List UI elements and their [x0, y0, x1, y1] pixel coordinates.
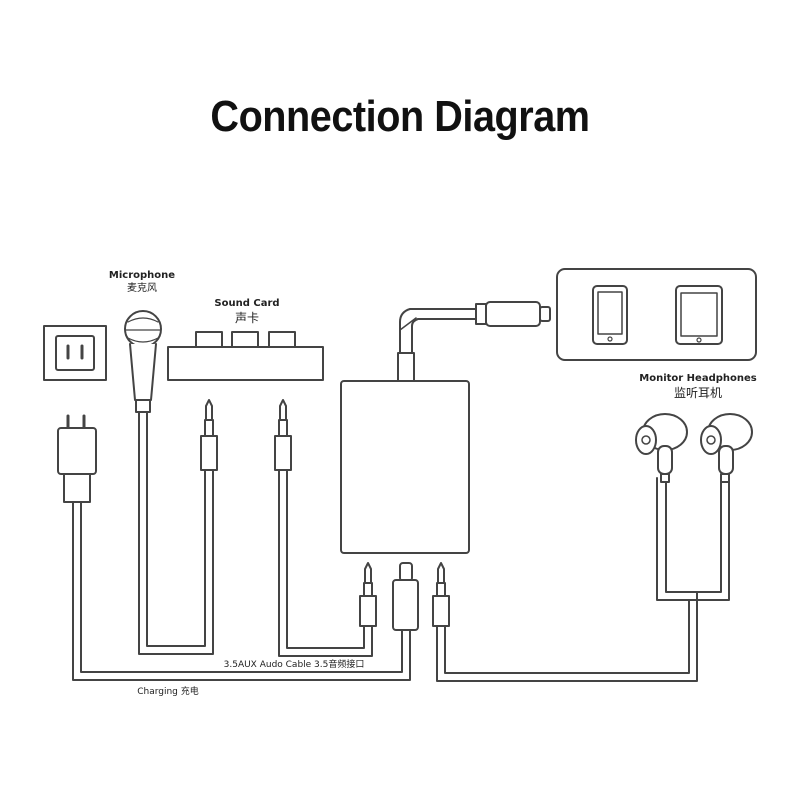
sound-card-label-cn: 声卡: [235, 311, 259, 325]
wall-outlet-icon: [43, 325, 107, 381]
earbud-icon: [700, 413, 753, 483]
phone-icon: [592, 285, 628, 345]
usb-c-plug-icon: [392, 562, 419, 631]
tablet-icon: [675, 285, 723, 345]
audio-jack-icon: [274, 399, 292, 471]
page-title: Connection Diagram: [210, 92, 590, 141]
sound-card-label: Sound Card: [214, 298, 279, 309]
usb-c-plug-icon: [475, 301, 551, 327]
power-plug-icon: [57, 414, 97, 503]
earbud-icon: [635, 413, 688, 483]
charging-label: Charging 充电: [137, 685, 199, 697]
devices-frame: [556, 268, 757, 361]
sound-card-icon: [167, 331, 324, 381]
device-cable: [399, 308, 477, 354]
aux-cable: [278, 469, 373, 657]
microphone-label: Microphone: [109, 270, 175, 281]
audio-jack-icon: [432, 562, 450, 627]
microphone-label-cn: 麦克风: [127, 282, 157, 294]
microphone-cable: [138, 411, 214, 655]
audio-jack-icon: [200, 399, 218, 471]
audio-jack-icon: [359, 562, 377, 627]
monitor-headphones-label-cn: 监听耳机: [674, 386, 722, 400]
headphone-cable: [436, 477, 730, 682]
charging-cable: [72, 501, 411, 681]
microphone-icon: [124, 310, 162, 413]
monitor-headphones-label: Monitor Headphones: [639, 373, 757, 384]
adapter-box-icon: [340, 352, 470, 554]
aux-cable-label: 3.5AUX Audo Cable 3.5音频接口: [224, 658, 365, 670]
